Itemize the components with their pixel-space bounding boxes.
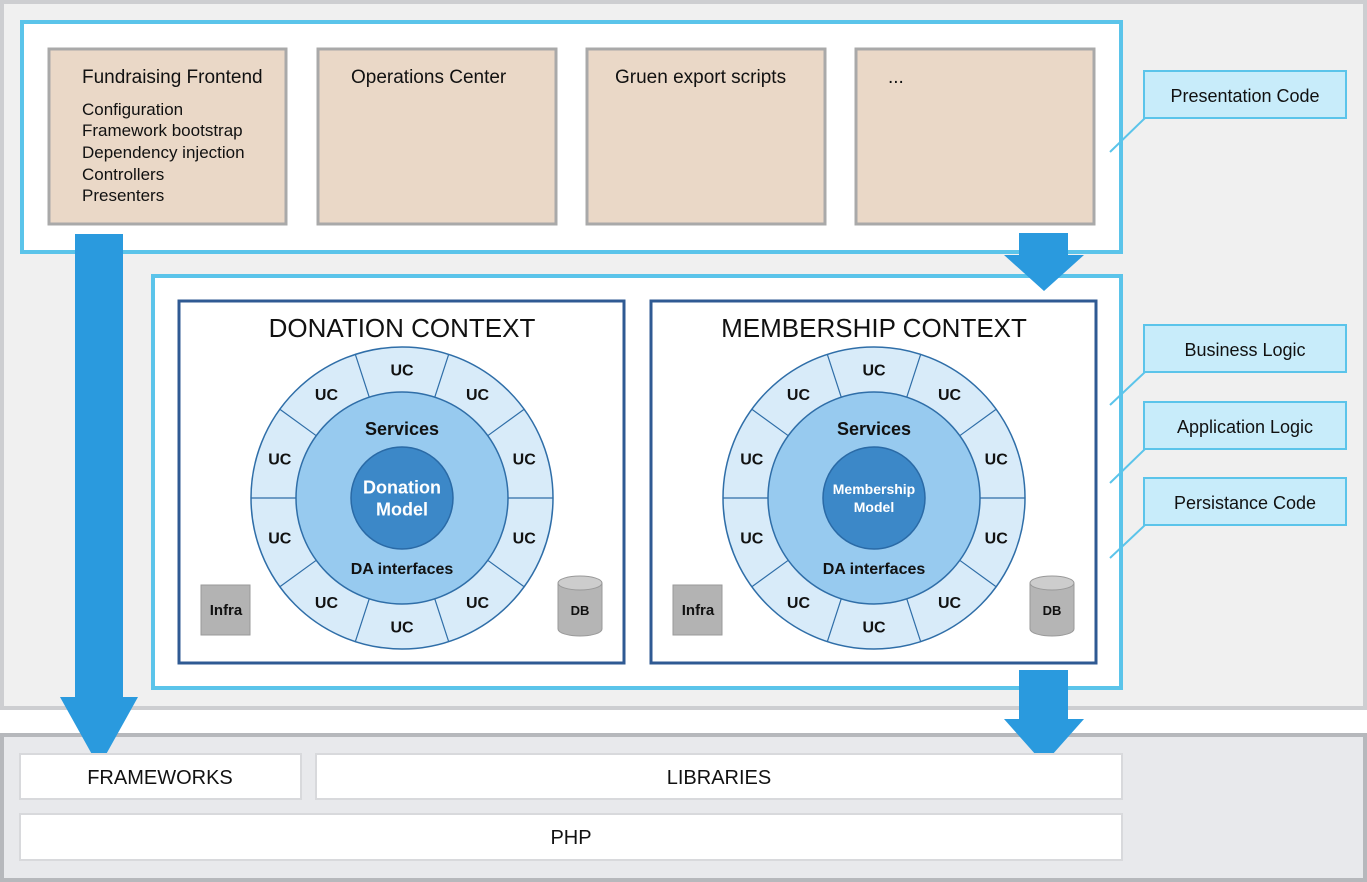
db-label: DB: [571, 603, 590, 618]
ring-divider: [354, 354, 370, 398]
app-box-operations-center: Operations Center: [316, 47, 558, 226]
use-case-label: UC: [513, 451, 537, 468]
legend-application-logic: [1143, 401, 1347, 450]
use-case-label: UC: [466, 595, 490, 612]
ring-divider: [751, 559, 789, 588]
use-case-label: UC: [862, 363, 886, 380]
use-case-label: UC: [268, 451, 292, 468]
php-box: [19, 813, 1123, 861]
ring-divider: [906, 354, 922, 398]
use-case-label: UC: [862, 620, 886, 637]
app-detail: Configuration: [82, 100, 183, 119]
legend-label: Business Logic: [1184, 340, 1305, 360]
infra-box: [672, 584, 723, 636]
use-case-label: UC: [985, 531, 1009, 548]
ring-divider: [487, 559, 525, 588]
legend-persistance-code: [1143, 477, 1347, 526]
php-label: PHP: [550, 827, 591, 849]
app-title: Operations Center: [351, 67, 507, 88]
infra-box: [200, 584, 251, 636]
infra-label: Infra: [210, 602, 243, 619]
model-label: Model: [854, 499, 894, 515]
down-arrow-icon: [1004, 670, 1084, 764]
ring-divider: [959, 559, 997, 588]
ring-divider: [826, 598, 842, 642]
ring-divider: [354, 598, 370, 642]
domain-model-core: [822, 446, 926, 550]
use-case-label: UC: [740, 451, 764, 468]
context-title: MEMBERSHIP CONTEXT: [721, 313, 1027, 343]
domain-model-core: [350, 446, 454, 550]
membership-onion: UC UC UC UC UC UC UC UC UC UC Services DA interface…: [722, 346, 1026, 650]
libraries-box: [315, 753, 1123, 800]
use-case-label: UC: [787, 595, 811, 612]
use-case-label: UC: [985, 451, 1009, 468]
legend-label: Application Logic: [1177, 417, 1313, 437]
use-case-label: UC: [390, 363, 414, 380]
use-case-label: UC: [787, 387, 811, 404]
donation-onion: UC UC UC UC UC UC UC UC UC UC Services DA interface…: [250, 346, 554, 650]
app-detail: Controllers: [82, 165, 164, 184]
use-case-label: UC: [466, 387, 490, 404]
services-label: Services: [365, 419, 439, 439]
use-case-label: UC: [513, 531, 537, 548]
db-label: DB: [1043, 603, 1062, 618]
use-case-label: UC: [390, 620, 414, 637]
use-case-label: UC: [315, 387, 339, 404]
legend: Presentation Code Business Logic Applica…: [1109, 70, 1347, 559]
down-arrow-icon: [60, 234, 138, 767]
down-arrow-icon: [1004, 233, 1084, 291]
app-box-fundraising-frontend: Fundraising Frontend Configuration Frame…: [47, 47, 288, 226]
ring-divider: [487, 408, 525, 437]
db-cylinder-icon: [557, 575, 603, 637]
app-detail: Framework bootstrap: [82, 121, 243, 140]
ring-divider: [279, 559, 317, 588]
ring-divider: [826, 354, 842, 398]
use-case-label: UC: [315, 595, 339, 612]
db-cylinder-icon: [1029, 575, 1075, 637]
ring-divider: [434, 598, 450, 642]
app-detail: Dependency injection: [82, 143, 245, 162]
da-interfaces-label: DA interfaces: [351, 561, 454, 578]
app-title: Fundraising Frontend: [82, 67, 263, 88]
app-detail: Presenters: [82, 186, 164, 205]
ring-divider: [279, 408, 317, 437]
frameworks-box: [19, 753, 302, 800]
donation-context: DONATION CONTEXT UC UC UC UC UC UC UC UC UC UC Ser…: [177, 299, 626, 665]
use-case-label: UC: [938, 595, 962, 612]
infra-label: Infra: [682, 602, 715, 619]
frameworks-label: FRAMEWORKS: [87, 767, 233, 789]
context-title: DONATION CONTEXT: [269, 313, 536, 343]
da-interfaces-label: DA interfaces: [823, 561, 926, 578]
model-label: Model: [376, 499, 428, 519]
legend-presentation-code: [1143, 70, 1347, 119]
app-box-more: ...: [854, 47, 1096, 226]
membership-context: MEMBERSHIP CONTEXT UC UC UC UC UC UC UC UC UC UC S…: [649, 299, 1098, 665]
ring-divider: [751, 408, 789, 437]
use-case-label: UC: [740, 531, 764, 548]
app-box-gruen-export-scripts: Gruen export scripts: [585, 47, 827, 226]
ring-divider: [959, 408, 997, 437]
app-title: ...: [888, 67, 904, 88]
libraries-label: LIBRARIES: [667, 767, 771, 789]
ring-divider: [906, 598, 922, 642]
app-title: Gruen export scripts: [615, 67, 786, 88]
use-case-label: UC: [938, 387, 962, 404]
model-label: Membership: [833, 481, 915, 497]
ring-divider: [434, 354, 450, 398]
use-case-label: UC: [268, 531, 292, 548]
services-label: Services: [837, 419, 911, 439]
legend-business-logic: [1143, 324, 1347, 373]
legend-label: Presentation Code: [1170, 86, 1319, 106]
legend-label: Persistance Code: [1174, 493, 1316, 513]
model-label: Donation: [363, 477, 441, 497]
